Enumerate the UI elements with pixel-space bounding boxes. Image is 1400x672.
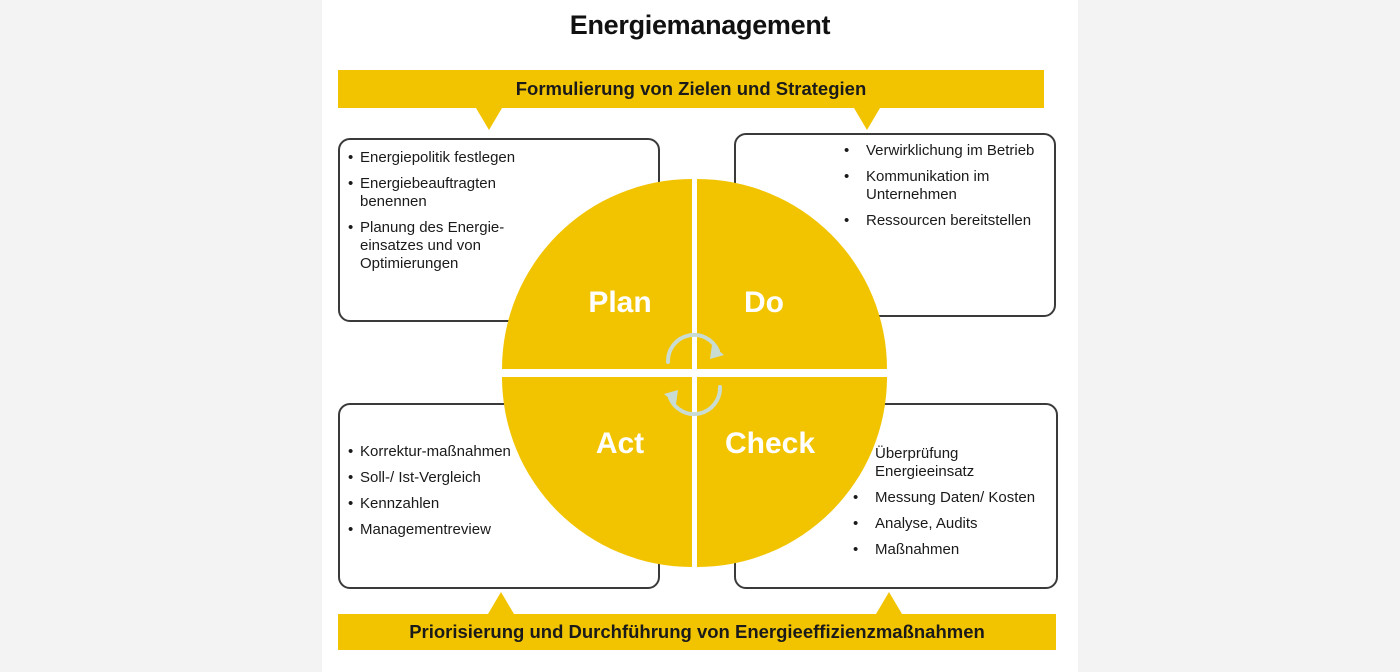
list-item-text: Energiebeauftragten benennen	[360, 175, 496, 210]
act-label: Act	[596, 427, 644, 460]
list-item: Energiebeauftragten benennen	[346, 175, 536, 211]
list-item: Korrektur-maßnahmen	[346, 443, 536, 461]
pdca-circle: Plan Do Act Check	[502, 179, 887, 567]
do-label: Do	[744, 286, 784, 319]
check-list: Überprüfung Energieeinsatz Messung Daten…	[849, 445, 1049, 567]
list-item: Soll-/ Ist-Vergleich	[346, 469, 536, 487]
banner-bottom-pointer-left	[488, 592, 514, 614]
list-item: Managementreview	[346, 521, 536, 539]
list-item: Kommunikation im Unternehmen	[840, 168, 1040, 204]
banner-top-pointer-right	[854, 108, 880, 130]
do-list: Verwirklichung im Betrieb Kommunikation …	[840, 142, 1040, 238]
list-item: Analyse, Audits	[849, 515, 1049, 533]
act-list: Korrektur-maßnahmen Soll-/ Ist-Vergleich…	[346, 443, 536, 547]
list-item: Maßnahmen	[849, 541, 1049, 559]
check-label: Check	[725, 427, 815, 460]
list-item: Verwirklichung im Betrieb	[840, 142, 1040, 160]
list-item: Messung Daten/ Kosten	[849, 489, 1049, 507]
plan-quadrant	[502, 179, 692, 369]
list-item: Ressourcen bereitstellen	[840, 212, 1040, 230]
banner-top-pointer-left	[476, 108, 502, 130]
banner-top-label: Formulierung von Zielen und Strategien	[515, 78, 867, 99]
list-item: Energiepolitik festlegen	[346, 149, 536, 167]
list-item-text: Planung des Energie-einsatzes und von Op…	[360, 219, 505, 272]
banner-bottom: Priorisierung und Durchführung von Energ…	[338, 614, 1056, 650]
plan-label: Plan	[588, 286, 651, 319]
banner-bottom-pointer-right	[876, 592, 902, 614]
energy-management-diagram: Energiemanagement Formulierung von Ziele…	[322, 0, 1078, 672]
list-item: Planung des Energie-einsatzes und von Op…	[346, 219, 536, 273]
check-quadrant	[697, 377, 887, 567]
do-quadrant	[697, 179, 887, 369]
list-item: Überprüfung Energieeinsatz	[875, 445, 975, 480]
act-quadrant	[502, 377, 692, 567]
list-item: Kennzahlen	[346, 495, 536, 513]
refresh-cycle-icon	[664, 332, 724, 417]
diagram-title: Energiemanagement	[569, 10, 831, 40]
banner-top: Formulierung von Zielen und Strategien	[338, 70, 1044, 108]
plan-list: Energiepolitik festlegen Energiebeauftra…	[346, 149, 536, 281]
banner-bottom-label: Priorisierung und Durchführung von Energ…	[409, 621, 985, 642]
